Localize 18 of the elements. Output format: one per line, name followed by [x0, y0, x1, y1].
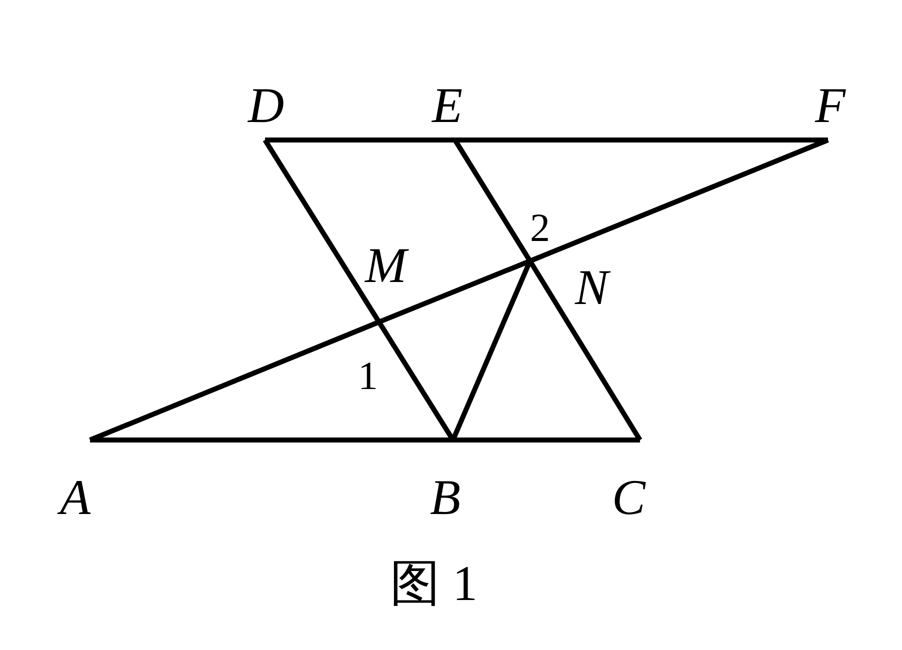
- line-segment: [453, 438, 640, 442]
- point-label: F: [815, 80, 846, 130]
- point-label: D: [248, 80, 284, 130]
- line-segment: [529, 138, 829, 264]
- point-label: N: [575, 262, 608, 312]
- point-label: M: [365, 240, 407, 290]
- angle-label: 2: [530, 208, 550, 248]
- angle-label: 1: [358, 356, 378, 396]
- line-segment: [262, 138, 382, 324]
- line-segment: [89, 320, 380, 442]
- figure-caption: 图 1: [390, 555, 478, 611]
- line-segment: [265, 138, 455, 142]
- point-label: C: [612, 472, 646, 522]
- point-label: E: [432, 80, 463, 130]
- line-segment: [90, 438, 453, 442]
- line-segment: [455, 138, 828, 142]
- point-label: B: [430, 472, 461, 522]
- line-segment: [528, 260, 642, 442]
